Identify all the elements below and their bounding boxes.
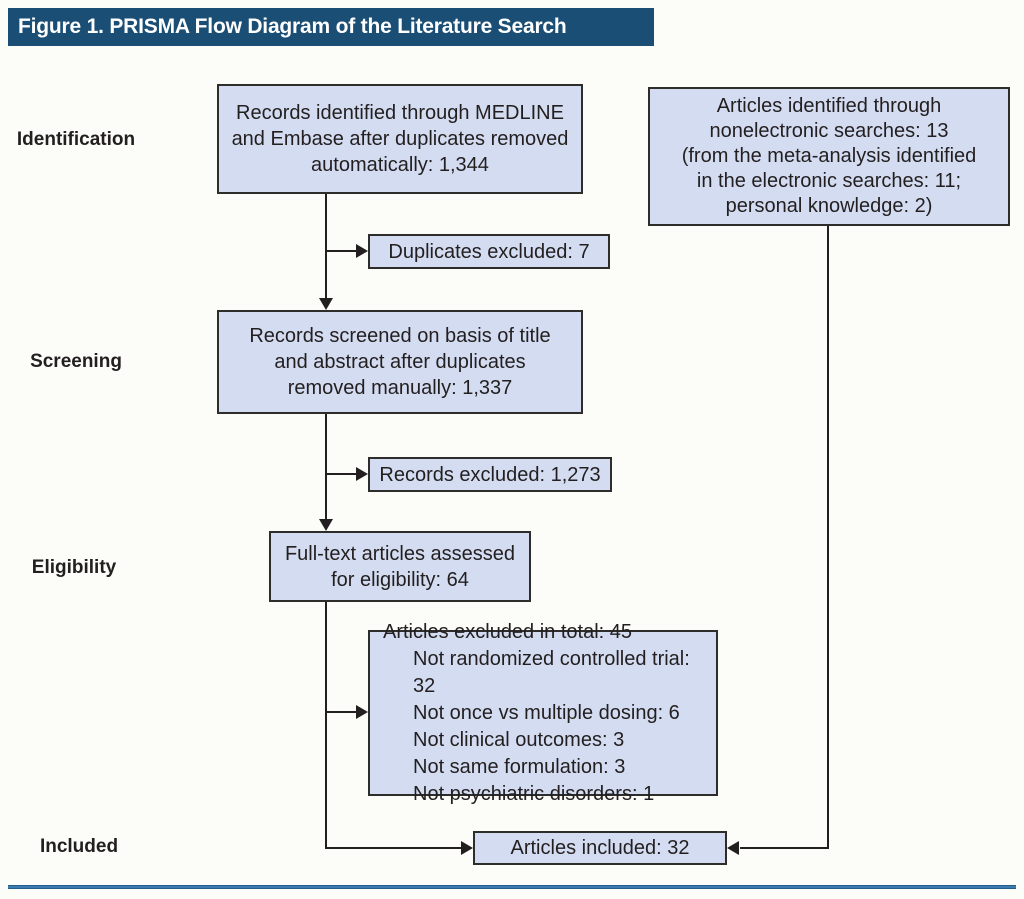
arrowhead-into-included-right <box>727 841 739 855</box>
box-line: Articles excluded in total: 45 <box>383 620 633 643</box>
box-line: for eligibility: 64 <box>331 568 469 591</box>
connector-to-duplicates-excluded <box>326 250 358 252</box>
box-line: Not once vs multiple dosing: 6 <box>413 701 680 724</box>
box-nonelectronic-searches: Articles identified through nonelectroni… <box>648 87 1010 226</box>
box-line: Not same formulation: 3 <box>413 755 626 778</box>
connector-identified-to-screened <box>325 194 327 300</box>
stage-label-eligibility: Eligibility <box>31 557 117 578</box>
arrowhead-into-fulltext <box>319 519 333 531</box>
box-line: nonelectronic searches: 13 <box>709 120 949 142</box>
connector-to-articles-excluded <box>326 711 358 713</box>
arrowhead-into-duplicates-excluded <box>356 244 368 258</box>
arrowhead-into-included-left <box>461 841 473 855</box>
figure-title-bar: Figure 1. PRISMA Flow Diagram of the Lit… <box>8 8 654 46</box>
box-line: Records excluded: 1,273 <box>379 463 601 486</box>
box-duplicates-excluded: Duplicates excluded: 7 <box>368 234 610 269</box>
box-fulltext-assessed: Full-text articles assessed for eligibil… <box>269 531 531 602</box>
connector-nonelectronic-down <box>827 226 829 849</box>
box-line: Records identified through MEDLINE <box>236 102 564 124</box>
box-line: Not psychiatric disorders: 1 <box>413 782 655 805</box>
box-records-screened: Records screened on basis of title and a… <box>217 310 583 414</box>
connector-fulltext-to-included <box>325 602 327 849</box>
box-line: Not randomized controlled trial: 32 <box>413 647 690 697</box>
box-line: Records screened on basis of title <box>249 325 551 347</box>
connector-bottom-to-included <box>326 847 462 849</box>
box-line: Articles included: 32 <box>510 837 690 859</box>
box-articles-included: Articles included: 32 <box>473 831 727 865</box>
stage-label-screening: Screening <box>30 351 122 372</box>
box-line: Articles identified through <box>716 95 942 117</box>
connector-nonelectronic-to-included <box>740 847 829 849</box>
box-line: Duplicates excluded: 7 <box>388 240 590 263</box>
connector-to-records-excluded <box>326 473 358 475</box>
stage-label-included: Included <box>39 836 119 857</box>
box-line: and abstract after duplicates <box>274 351 526 373</box>
box-line: Full-text articles assessed <box>284 542 516 565</box>
stage-label-identification: Identification <box>16 129 136 150</box>
box-articles-excluded: Articles excluded in total: 45 Not rando… <box>368 621 718 805</box>
box-line: (from the meta-analysis identified <box>681 145 977 167</box>
footer-rule <box>8 885 1016 889</box>
arrowhead-into-articles-excluded <box>356 705 368 719</box>
box-records-identified: Records identified through MEDLINE and E… <box>217 84 583 194</box>
box-line: automatically: 1,344 <box>311 154 489 176</box>
figure-title: Figure 1. PRISMA Flow Diagram of the Lit… <box>18 15 567 38</box>
connector-screened-to-fulltext <box>325 414 327 521</box>
box-records-excluded: Records excluded: 1,273 <box>368 457 612 492</box>
box-line: personal knowledge: 2) <box>725 195 933 217</box>
box-line: removed manually: 1,337 <box>287 377 513 399</box>
arrowhead-into-records-excluded <box>356 467 368 481</box>
arrowhead-into-screened <box>319 298 333 310</box>
box-line: in the electronic searches: 11; <box>696 170 962 192</box>
box-line: Not clinical outcomes: 3 <box>413 728 625 751</box>
box-line: and Embase after duplicates removed <box>231 128 569 150</box>
